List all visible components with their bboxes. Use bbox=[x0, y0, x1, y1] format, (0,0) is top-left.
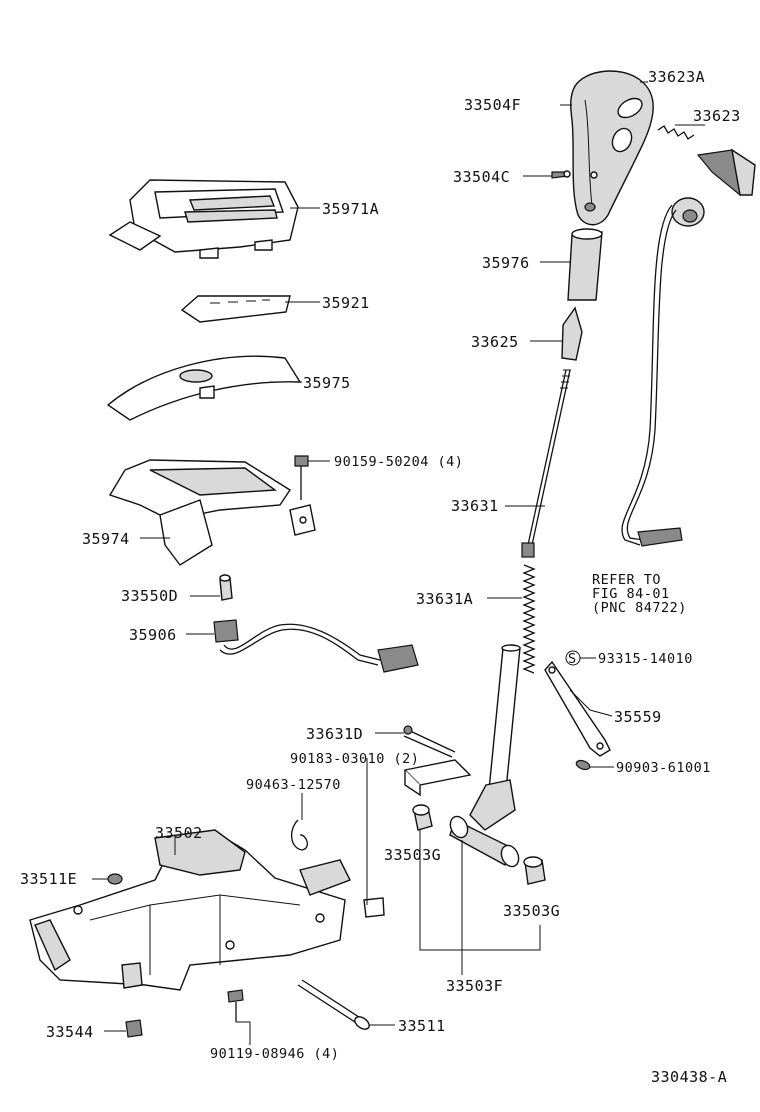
retainer-clip-part[interactable] bbox=[363, 897, 385, 918]
base-bolt-part[interactable] bbox=[227, 989, 244, 1022]
pin-part[interactable] bbox=[403, 725, 456, 758]
base-housing-part[interactable] bbox=[29, 829, 351, 991]
knob-screw-part[interactable] bbox=[551, 170, 571, 179]
leader-lines bbox=[92, 81, 705, 1045]
refer-to-line1: REFER TO bbox=[592, 572, 661, 588]
bushing-right-part[interactable] bbox=[523, 856, 546, 885]
position-indicator-part[interactable] bbox=[180, 295, 291, 323]
rod-spring-part[interactable] bbox=[522, 564, 536, 674]
button-spring-part[interactable] bbox=[657, 125, 695, 140]
push-rod-part[interactable] bbox=[561, 306, 583, 361]
label-35559: 35559 bbox=[614, 708, 662, 726]
label-33544: 33544 bbox=[46, 1023, 94, 1041]
slide-cover-part[interactable] bbox=[106, 355, 302, 421]
label-33623A: 33623A bbox=[648, 68, 705, 86]
shift-lever-tube-part[interactable] bbox=[469, 644, 521, 831]
s-symbol: S bbox=[568, 651, 577, 667]
label-90119-08946: 90119-08946 (4) bbox=[210, 1046, 339, 1062]
label-33504C: 33504C bbox=[453, 168, 510, 186]
label-90159-50204: 90159-50204 (4) bbox=[334, 454, 463, 470]
label-33503G-left: 33503G bbox=[384, 846, 441, 864]
label-33631D: 33631D bbox=[306, 725, 363, 743]
label-33502: 33502 bbox=[155, 824, 203, 842]
label-33503G-right: 33503G bbox=[503, 902, 560, 920]
nut-part[interactable] bbox=[107, 873, 123, 885]
lever-sleeve-part[interactable] bbox=[567, 228, 603, 301]
shift-button-part[interactable] bbox=[696, 148, 756, 197]
label-90183-03010: 90183-03010 (2) bbox=[290, 751, 419, 767]
cushion-part[interactable] bbox=[121, 962, 143, 1038]
diagram-id: 330438-A bbox=[651, 1068, 727, 1086]
s-symbol-circle bbox=[565, 650, 581, 666]
clip-part[interactable] bbox=[575, 759, 591, 771]
pivot-pin-part[interactable] bbox=[297, 979, 371, 1032]
label-33550D: 33550D bbox=[121, 587, 178, 605]
label-33625: 33625 bbox=[471, 333, 519, 351]
indicator-bezel-part[interactable] bbox=[108, 179, 299, 259]
refer-to-line2: FIG 84-01 bbox=[592, 586, 670, 602]
spring-clip-part[interactable] bbox=[291, 819, 308, 851]
label-33631: 33631 bbox=[451, 497, 499, 515]
shift-rod-part[interactable] bbox=[521, 369, 571, 558]
label-33504F: 33504F bbox=[464, 96, 521, 114]
socket-wire-part[interactable] bbox=[213, 619, 419, 673]
label-33623: 33623 bbox=[693, 107, 741, 125]
label-90903-61001: 90903-61001 bbox=[616, 760, 711, 776]
pivot-shaft-part[interactable] bbox=[447, 814, 522, 870]
housing-bolt-part[interactable] bbox=[294, 455, 309, 500]
label-35975: 35975 bbox=[303, 374, 351, 392]
upper-housing-part[interactable] bbox=[108, 459, 316, 566]
label-35971A: 35971A bbox=[322, 200, 379, 218]
label-90463-12570: 90463-12570 bbox=[246, 777, 341, 793]
label-35906: 35906 bbox=[129, 626, 177, 644]
refer-to-line3: (PNC 84722) bbox=[592, 600, 687, 616]
label-93315-14010: 93315-14010 bbox=[598, 651, 693, 667]
label-33503F: 33503F bbox=[446, 977, 503, 995]
label-33511E: 33511E bbox=[20, 870, 77, 888]
label-35921: 35921 bbox=[322, 294, 370, 312]
lock-lever-part[interactable] bbox=[544, 660, 611, 757]
detent-bracket-part[interactable] bbox=[403, 759, 472, 797]
bulb-part[interactable] bbox=[219, 574, 233, 601]
label-33631A: 33631A bbox=[416, 590, 473, 608]
shift-knob-part[interactable] bbox=[570, 70, 654, 226]
label-35974: 35974 bbox=[82, 530, 130, 548]
bushing-left-part[interactable] bbox=[412, 804, 433, 831]
label-35976: 35976 bbox=[482, 254, 530, 272]
label-33511: 33511 bbox=[398, 1017, 446, 1035]
switch-wire-harness[interactable] bbox=[621, 197, 705, 547]
